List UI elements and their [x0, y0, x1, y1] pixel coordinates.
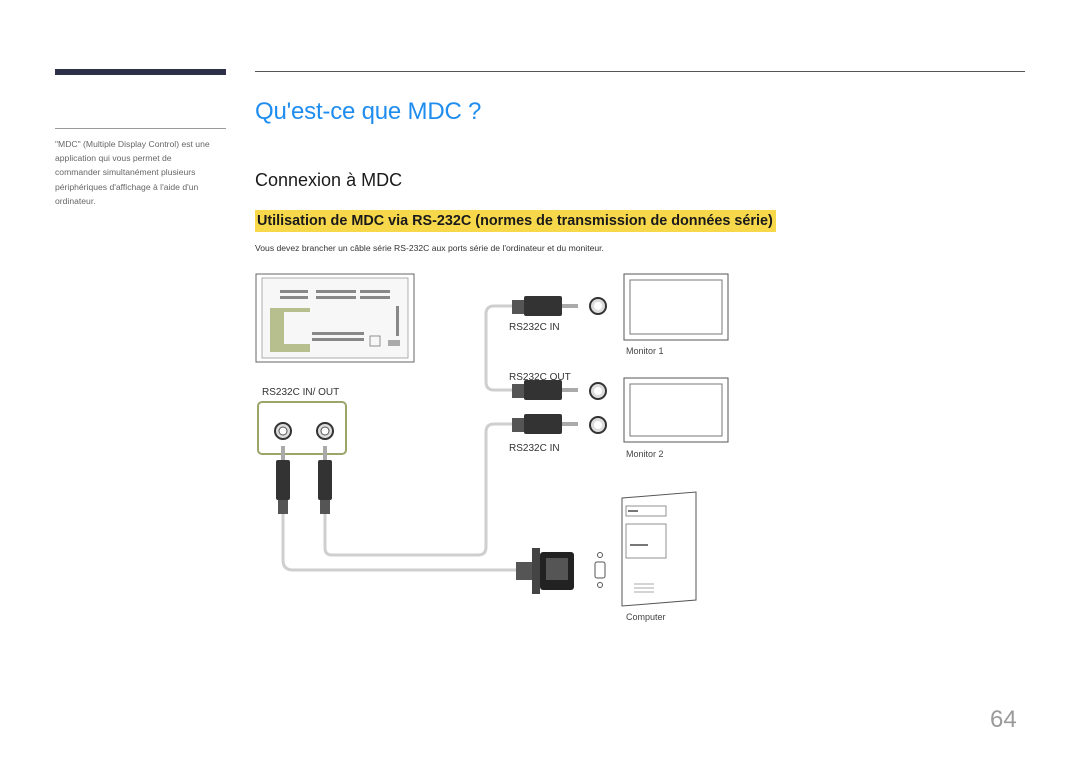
monitor2-in-plug-icon — [512, 414, 578, 434]
section-heading-highlighted: Utilisation de MDC via RS-232C (normes d… — [255, 210, 776, 232]
monitor1-caption: Monitor 1 — [626, 346, 664, 356]
computer-caption: Computer — [626, 612, 666, 622]
header-divider — [255, 71, 1025, 72]
monitor-2-icon — [623, 377, 729, 443]
computer-tower-icon — [621, 491, 697, 607]
page-title: Qu'est-ce que MDC ? — [255, 98, 482, 125]
description-text: Vous devez brancher un câble série RS-23… — [255, 243, 604, 253]
monitor1-out-port-icon — [589, 382, 607, 400]
rear-port-label: RS232C IN/ OUT — [262, 387, 339, 398]
section-subtitle: Connexion à MDC — [255, 170, 403, 190]
monitor1-out-plug-icon — [512, 380, 578, 400]
rear-port-frame — [257, 401, 347, 455]
sidebar-accent-bar — [55, 69, 226, 75]
rear-plug-1-icon — [276, 446, 290, 514]
rear-plug-2-icon — [318, 446, 332, 514]
monitor1-in-port-icon — [589, 297, 607, 315]
monitor-1-icon — [623, 273, 729, 341]
rear-port-2-icon — [316, 422, 334, 440]
monitor1-in-label: RS232C IN — [509, 322, 560, 333]
sidebar-note: "MDC" (Multiple Display Control) est une… — [55, 139, 210, 206]
monitor1-out-label: RS232C OUT — [509, 372, 571, 383]
sidebar-divider — [55, 128, 226, 129]
cable-to-monitor2 — [484, 422, 512, 433]
computer-serial-port-icon — [594, 552, 606, 588]
cable-monitor-link — [484, 304, 512, 392]
monitor1-in-plug-icon — [512, 296, 578, 316]
display-rear-panel — [255, 273, 415, 363]
cable-to-computer — [281, 514, 522, 572]
serial-cable-connector-icon — [516, 548, 574, 594]
monitor2-caption: Monitor 2 — [626, 449, 664, 459]
rs232c-connection-diagram: RS232C IN/ OUT RS232C IN RS232C OUT RS23… — [255, 273, 729, 622]
monitor2-in-port-icon — [589, 416, 607, 434]
monitor2-in-label: RS232C IN — [509, 443, 560, 454]
page-number: 64 — [990, 706, 1017, 733]
rear-port-1-icon — [274, 422, 292, 440]
cable-loop — [323, 432, 488, 557]
